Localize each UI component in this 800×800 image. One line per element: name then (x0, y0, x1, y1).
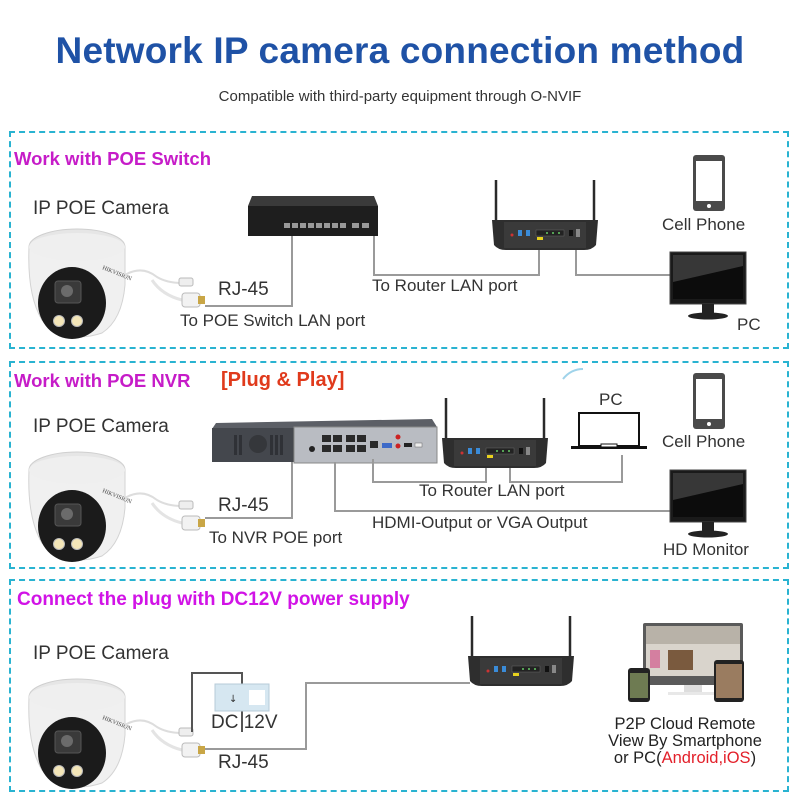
panel-dc12v (9, 579, 789, 792)
cable-switch-to-router (373, 236, 540, 276)
device-label-cell-phone: Cell Phone (662, 215, 746, 234)
cable-router-to-pc (575, 238, 677, 276)
section-title-poe-switch: Work with POE Switch (14, 148, 212, 169)
device-label-pc: PC (599, 390, 623, 409)
cable-camera-to-switch (205, 236, 293, 307)
page-title: Network IP camera connection method (55, 30, 745, 71)
router-icon (466, 614, 576, 688)
section-title-dc12v: Connect the plug with DC12V power supply (17, 589, 410, 610)
device-label-hd-monitor: HD Monitor (663, 540, 749, 559)
cable-label: RJ-45 (218, 495, 269, 516)
camera-label: IP POE Camera (33, 198, 169, 219)
power-label: DC 12V (211, 712, 278, 733)
dome-camera-icon (27, 450, 207, 564)
device-label-cell-phone: Cell Phone (662, 432, 746, 451)
remote-line-3: or PC(Android,iOS) (600, 750, 770, 767)
cable-nvr-to-router (372, 459, 487, 483)
plug-and-play-tag: [Plug & Play] (221, 369, 345, 391)
cable-label: RJ-45 (218, 752, 269, 773)
section-title-poe-nvr: Work with POE NVR (14, 370, 191, 391)
router-icon (490, 178, 600, 252)
cable-camera-to-nvr (205, 462, 293, 519)
cell-phone-icon (693, 373, 725, 429)
laptop-icon (571, 412, 647, 449)
p2p-remote-view-text: P2P Cloud Remote View By Smartphone or P… (600, 716, 770, 767)
remote-line-2: View By Smartphone (608, 732, 762, 750)
panel-poe-switch (9, 131, 789, 349)
router-icon (440, 396, 550, 470)
camera-label: IP POE Camera (33, 643, 169, 664)
power-socket-icon: ↓ (214, 683, 270, 712)
panel-poe-nvr (9, 361, 789, 569)
cable-to-router (305, 682, 470, 684)
remote-line-3-suffix: ) (750, 749, 757, 767)
router-port-label: To Router LAN port (372, 276, 518, 295)
platform-highlight: Android,iOS (661, 749, 751, 767)
dome-camera-icon (27, 677, 207, 791)
multi-device-icon (628, 623, 744, 702)
camera-port-label: To POE Switch LAN port (180, 311, 366, 330)
svg-text:↓: ↓ (229, 694, 237, 705)
monitor-icon (669, 251, 747, 320)
cable-label: RJ-45 (218, 279, 269, 300)
monitor-icon (669, 469, 747, 538)
camera-port-label: To NVR POE port (209, 528, 343, 547)
remote-line-1: P2P Cloud Remote (614, 715, 756, 733)
device-label-pc: PC (737, 315, 761, 334)
cell-phone-icon (693, 155, 725, 211)
wifi-signal-icon (562, 368, 584, 380)
cable-router-to-laptop (509, 455, 623, 483)
poe-switch-icon (248, 196, 378, 236)
cable-nvr-to-monitor (334, 462, 676, 512)
remote-line-3-prefix: or PC( (613, 749, 662, 767)
camera-label: IP POE Camera (33, 416, 169, 437)
page-subtitle: Compatible with third-party equipment th… (218, 88, 582, 105)
nvr-icon (212, 419, 438, 464)
router-port-label: To Router LAN port (419, 481, 565, 500)
cable-camera-rj45 (205, 682, 307, 750)
output-label: HDMI-Output or VGA Output (372, 513, 588, 532)
